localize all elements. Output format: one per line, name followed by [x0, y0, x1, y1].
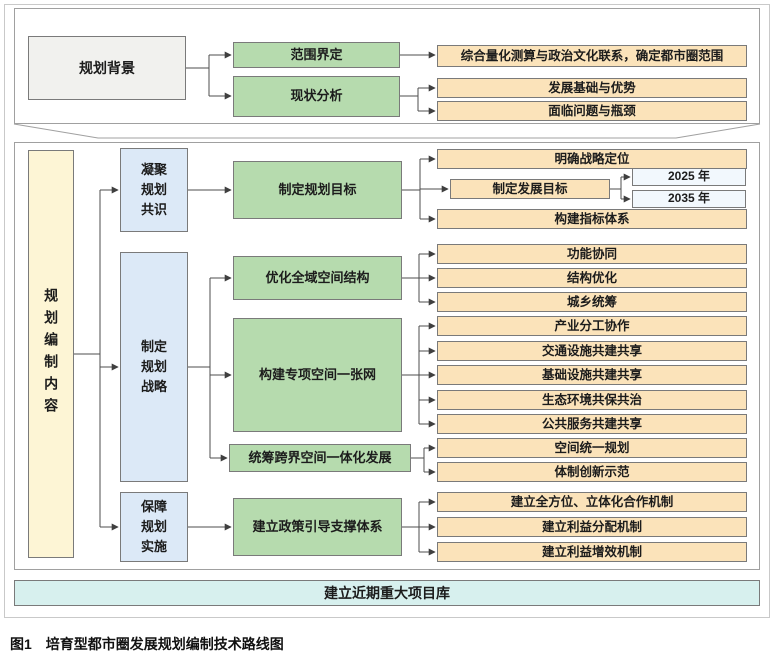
node-strategic-position: 明确战略定位 [437, 149, 747, 169]
node-strategy: 制定规划战略 [120, 252, 188, 482]
node-benefit-distribution-mechanism: 建立利益分配机制 [437, 517, 747, 537]
node-problems-bottlenecks: 面临问题与瓶颈 [437, 101, 747, 121]
node-industry-division: 产业分工协作 [437, 316, 747, 336]
node-major-project-library: 建立近期重大项目库 [14, 580, 760, 606]
node-year-2035: 2035 年 [632, 190, 746, 208]
node-scope-definition: 范围界定 [233, 42, 400, 68]
node-consensus: 凝聚规划共识 [120, 148, 188, 232]
node-year-2025: 2025 年 [632, 168, 746, 186]
node-urban-rural-coordination: 城乡统筹 [437, 292, 747, 312]
node-institutional-innovation: 体制创新示范 [437, 462, 747, 482]
node-planning-content: 规划编制内容 [28, 150, 74, 558]
node-spatial-structure: 优化全域空间结构 [233, 256, 402, 300]
node-unified-space-planning: 空间统一规划 [437, 438, 747, 458]
node-benefit-increase-mechanism: 建立利益增效机制 [437, 542, 747, 562]
node-planning-background: 规划背景 [28, 36, 186, 100]
node-public-service-sharing: 公共服务共建共享 [437, 414, 747, 434]
node-function-synergy: 功能协同 [437, 244, 747, 264]
node-policy-support-system: 建立政策引导支撑体系 [233, 498, 402, 556]
node-structure-optimization: 结构优化 [437, 268, 747, 288]
node-development-basis: 发展基础与优势 [437, 78, 747, 98]
node-scope-result: 综合量化测算与政治文化联系，确定都市圈范围 [437, 45, 747, 67]
node-transport-sharing: 交通设施共建共享 [437, 341, 747, 361]
node-cooperation-mechanism: 建立全方位、立体化合作机制 [437, 492, 747, 512]
node-special-space-network: 构建专项空间一张网 [233, 318, 402, 432]
node-ecology-protection: 生态环境共保共治 [437, 390, 747, 410]
node-infrastructure-sharing: 基础设施共建共享 [437, 365, 747, 385]
node-status-analysis: 现状分析 [233, 76, 400, 117]
node-indicator-system: 构建指标体系 [437, 209, 747, 229]
node-development-goals: 制定发展目标 [450, 179, 610, 199]
figure-caption: 图1 培育型都市圈发展规划编制技术路线图 [10, 636, 284, 652]
node-implementation: 保障规划实施 [120, 492, 188, 562]
node-crossborder-integration: 统筹跨界空间一体化发展 [229, 444, 411, 472]
node-planning-goals: 制定规划目标 [233, 161, 402, 219]
